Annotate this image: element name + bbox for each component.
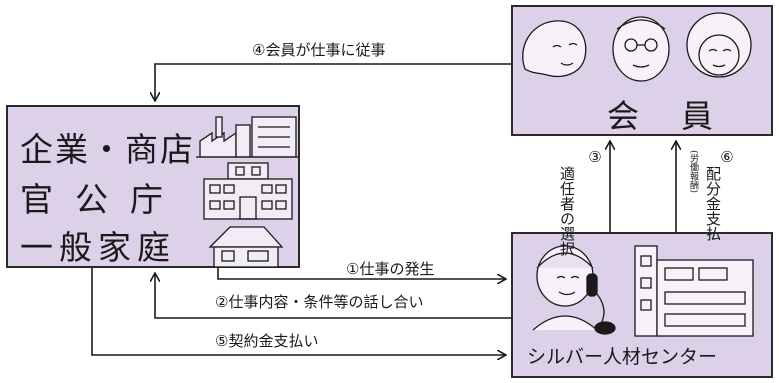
arrow-pay <box>91 268 505 355</box>
label-contract-payment: ⑤契約金支払い <box>215 332 319 350</box>
label-distribution-number: ⑥ <box>718 148 736 166</box>
members-illustration <box>522 12 752 82</box>
clients-illustrations <box>196 116 298 268</box>
member-face-elder-woman-icon <box>686 12 752 78</box>
member-face-man-glasses-icon <box>612 16 670 82</box>
members-title: 会員 <box>607 97 756 135</box>
label-distribution-payment: 配分金支払 <box>704 166 722 241</box>
label-select-number: ③ <box>586 148 604 166</box>
center-box: シルバー人材センター <box>511 232 773 378</box>
operator-on-phone-icon <box>532 245 616 335</box>
clients-line-business: 企業・商店 <box>20 130 195 169</box>
arrow-discuss <box>155 274 511 319</box>
label-member-engages: ④会員が仕事に従事 <box>252 41 386 59</box>
clients-box: 企業・商店 官公庁 一般家庭 <box>6 105 300 268</box>
center-title: シルバー人材センター <box>527 346 718 368</box>
factory-icon <box>196 116 298 158</box>
arrow-engage <box>155 63 511 100</box>
label-discuss-terms: ②仕事内容・条件等の話し合い <box>215 293 424 311</box>
members-box: 会員 <box>511 5 773 136</box>
house-icon <box>208 226 284 268</box>
member-face-woman-icon <box>522 20 587 78</box>
arrow-occur <box>217 268 505 279</box>
label-select-candidate: 適任者の選択 <box>558 166 576 256</box>
clients-line-household: 一般家庭 <box>20 228 176 267</box>
label-labor-compensation: (労働報酬) <box>688 150 698 194</box>
clients-line-government: 官公庁 <box>20 180 185 219</box>
label-job-occurs: ①仕事の発生 <box>346 260 435 278</box>
center-building-icon <box>634 245 754 337</box>
center-illustration <box>532 245 754 337</box>
government-building-icon <box>203 162 293 220</box>
